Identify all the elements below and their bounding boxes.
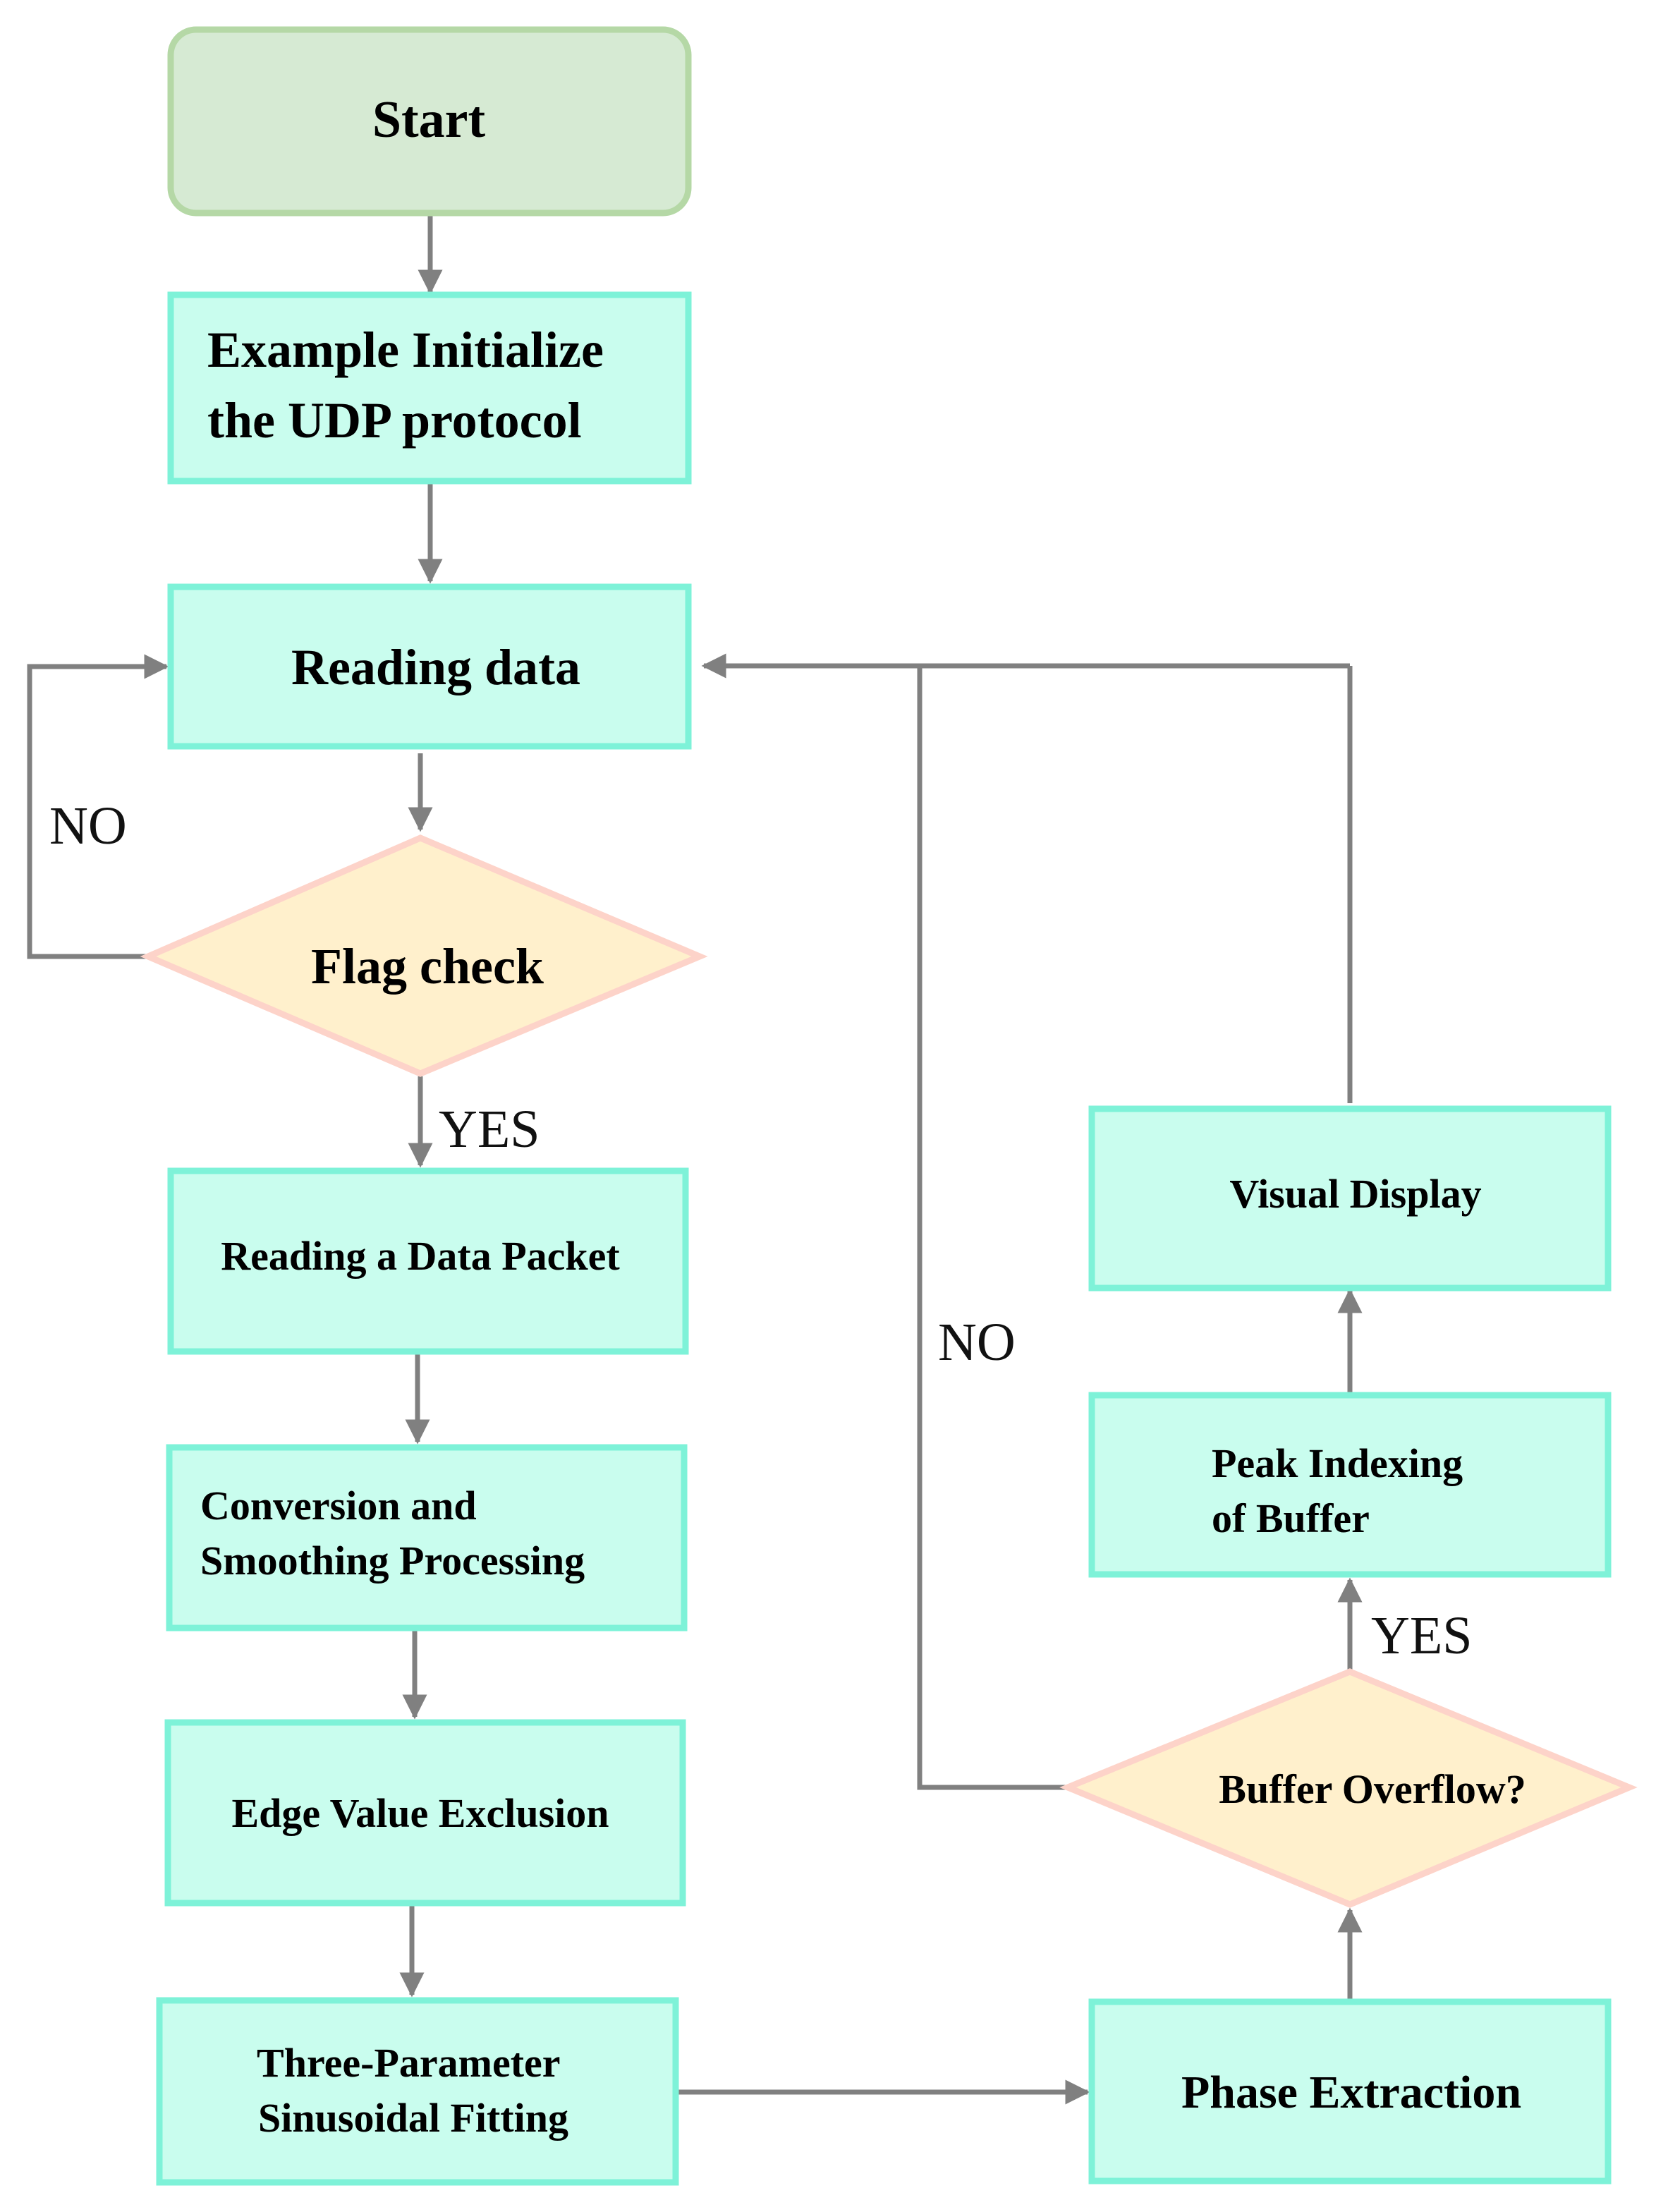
edge-overflow-no-to-reading: [701, 653, 1068, 1790]
reading-data-label: Reading data: [291, 639, 580, 695]
buffer-overflow-label: Buffer Overflow?: [1219, 1766, 1526, 1812]
phase-extraction-label: Phase Extraction: [1181, 2067, 1521, 2118]
node-flag-check: Flag check: [140, 834, 708, 1077]
node-buffer-overflow: Buffer Overflow?: [1059, 1668, 1638, 1908]
node-start: Start: [167, 26, 692, 217]
visual-display-label: Visual Display: [1229, 1171, 1481, 1217]
connectors: [27, 213, 1363, 2105]
sinusoidal-fit-label: Three-Parameter Sinusoidal Fitting: [257, 2040, 570, 2141]
edge-exclusion-label: Edge Value Exclusion: [231, 1790, 609, 1836]
node-visual-display: Visual Display: [1088, 1105, 1612, 1292]
start-label: Start: [372, 91, 486, 149]
reading-packet-label: Reading a Data Packet: [221, 1233, 620, 1279]
node-init-udp: Example Initialize the UDP protocol: [167, 291, 692, 485]
node-phase-extraction: Phase Extraction: [1088, 1998, 1612, 2184]
peak-indexing-label: Peak Indexing of Buffer: [1212, 1440, 1473, 1541]
node-peak-indexing: Peak Indexing of Buffer: [1088, 1392, 1612, 1578]
conversion-label: Conversion and Smoothing Processing: [200, 1483, 585, 1584]
edge-labels: NO YES NO YES: [49, 796, 1473, 1665]
node-edge-exclusion: Edge Value Exclusion: [164, 1719, 686, 1907]
node-conversion: Conversion and Smoothing Processing: [166, 1444, 688, 1631]
overflow-no-label: NO: [938, 1313, 1016, 1372]
node-sinusoidal-fit: Three-Parameter Sinusoidal Fitting: [156, 1997, 679, 2186]
init-udp-label: Example Initialize the UDP protocol: [207, 322, 616, 449]
overflow-yes-label: YES: [1371, 1606, 1473, 1665]
flag-check-label: Flag check: [311, 938, 544, 995]
edge-flag-no-loop: [27, 654, 169, 959]
node-reading-data: Reading data: [167, 583, 692, 750]
node-reading-packet: Reading a Data Packet: [167, 1167, 689, 1355]
flag-yes-label: YES: [439, 1100, 540, 1159]
flag-no-label: NO: [49, 796, 127, 856]
